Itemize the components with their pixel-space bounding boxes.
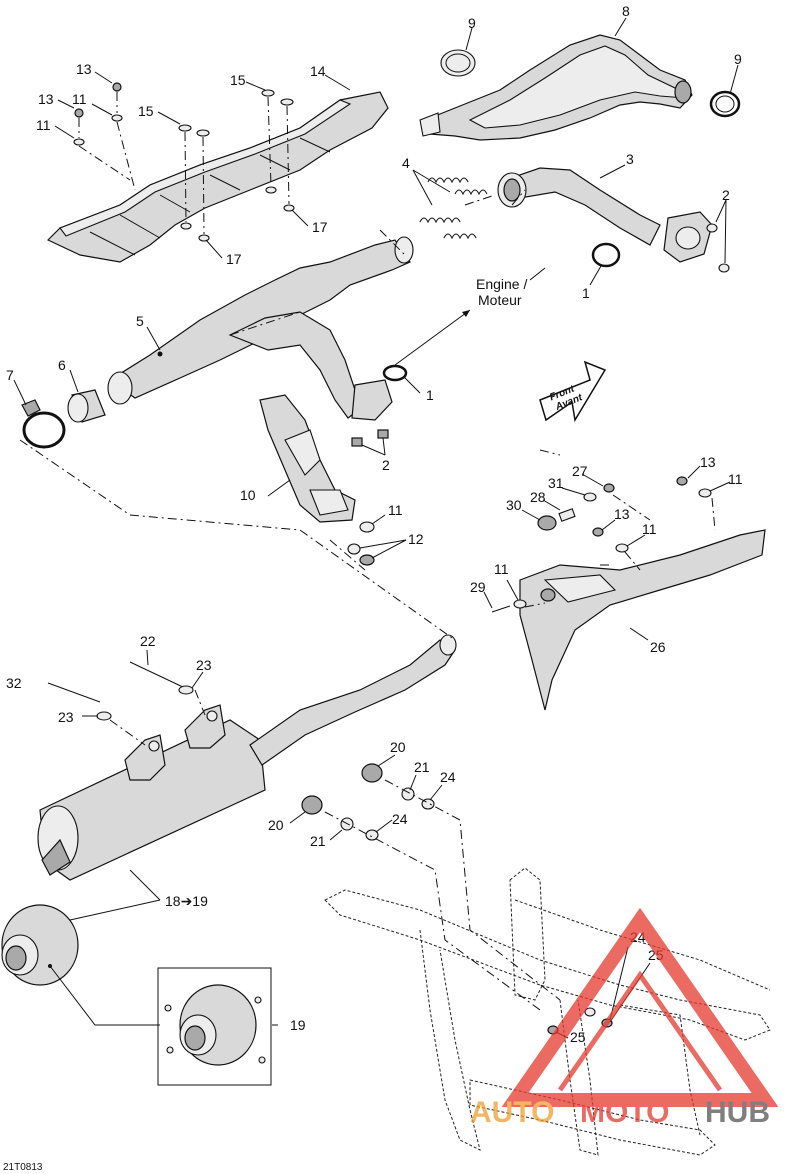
callout-17: 17 bbox=[226, 251, 242, 267]
callout-17: 17 bbox=[312, 219, 328, 235]
gasket-1-lower bbox=[382, 364, 408, 382]
callout-23: 23 bbox=[196, 657, 212, 673]
heat-shield-10 bbox=[259, 394, 356, 523]
bolts-22-32 bbox=[47, 661, 194, 721]
callout-31: 31 bbox=[548, 475, 564, 491]
gasket-1-upper bbox=[591, 242, 621, 268]
callout-18-19: 18➔19 bbox=[165, 893, 208, 909]
callout-28: 28 bbox=[530, 489, 546, 505]
y-pipe-5 bbox=[107, 236, 414, 421]
front-arrow-icon bbox=[539, 360, 607, 423]
callout-13: 13 bbox=[614, 506, 630, 522]
watermark-logo: AUTO MOTO HUB bbox=[470, 907, 779, 1129]
callout-20: 20 bbox=[268, 817, 284, 833]
callout-12: 12 bbox=[408, 531, 424, 547]
callout-24: 24 bbox=[392, 811, 408, 827]
callout-11: 11 bbox=[494, 561, 509, 577]
clamp-7 bbox=[21, 399, 66, 449]
callout-13: 13 bbox=[700, 454, 716, 470]
callout-1: 1 bbox=[582, 285, 590, 301]
fasteners-top-left bbox=[73, 82, 295, 242]
callout-labels: 13 13 11 11 15 15 14 17 17 9 8 9 4 3 2 1… bbox=[6, 3, 743, 1045]
callout-3: 3 bbox=[626, 151, 634, 167]
callout-30: 30 bbox=[506, 497, 522, 513]
manifold-pipe-3 bbox=[497, 167, 730, 273]
callout-23: 23 bbox=[58, 709, 74, 725]
callout-21: 21 bbox=[310, 833, 326, 849]
fasteners-26-group bbox=[491, 476, 712, 613]
callout-21: 21 bbox=[414, 759, 430, 775]
engine-pointer bbox=[394, 267, 546, 366]
watermark-text-auto: AUTO bbox=[470, 1096, 554, 1129]
engine-label-line2: Moteur bbox=[478, 292, 522, 308]
springs-4 bbox=[419, 177, 488, 240]
leader-lines bbox=[13, 17, 739, 1039]
callout-27: 27 bbox=[572, 463, 588, 479]
callout-11: 11 bbox=[388, 502, 403, 518]
grommets-20-21-24 bbox=[301, 763, 435, 841]
callout-11: 11 bbox=[36, 117, 51, 133]
figure-id: 21T0813 bbox=[3, 1162, 43, 1173]
callout-19: 19 bbox=[290, 1017, 306, 1033]
callout-4: 4 bbox=[402, 155, 410, 171]
fasteners-11-12 bbox=[347, 521, 375, 566]
clamp-9-left bbox=[440, 49, 476, 77]
muffler-18 bbox=[37, 634, 457, 881]
callout-2: 2 bbox=[382, 457, 390, 473]
callout-15: 15 bbox=[138, 103, 154, 119]
callout-13: 13 bbox=[76, 61, 92, 77]
callout-15: 15 bbox=[230, 72, 246, 88]
callout-24: 24 bbox=[440, 769, 456, 785]
callout-14: 14 bbox=[310, 63, 326, 79]
end-cap-18-19 bbox=[1, 904, 79, 986]
callout-11: 11 bbox=[728, 471, 743, 487]
callout-2: 2 bbox=[722, 187, 730, 203]
ring-6 bbox=[67, 389, 106, 423]
callout-29: 29 bbox=[470, 579, 486, 595]
callout-6: 6 bbox=[58, 357, 66, 373]
callout-9: 9 bbox=[468, 15, 476, 31]
callout-5: 5 bbox=[136, 313, 144, 329]
callout-20: 20 bbox=[390, 739, 406, 755]
callout-7: 7 bbox=[6, 367, 14, 383]
callout-22: 22 bbox=[140, 633, 156, 649]
callout-9: 9 bbox=[734, 51, 742, 67]
callout-11: 11 bbox=[642, 521, 657, 537]
callout-1: 1 bbox=[426, 387, 434, 403]
callout-11: 11 bbox=[72, 91, 87, 107]
engine-label-line1: Engine / bbox=[476, 276, 527, 292]
watermark-text-moto: MOTO bbox=[580, 1096, 669, 1129]
callout-10: 10 bbox=[240, 487, 256, 503]
heat-shield-26 bbox=[519, 529, 766, 711]
engine-label: Engine / Moteur bbox=[476, 276, 527, 308]
watermark-text-hub: HUB bbox=[705, 1096, 770, 1129]
callout-26: 26 bbox=[650, 639, 666, 655]
callout-8: 8 bbox=[622, 3, 630, 19]
heat-shield-14 bbox=[46, 91, 389, 263]
clamp-9-right bbox=[709, 90, 741, 118]
nuts-2-lower bbox=[351, 429, 389, 447]
assembly-lines bbox=[19, 189, 716, 1011]
inset-box-19 bbox=[157, 967, 272, 1086]
callout-13: 13 bbox=[38, 91, 54, 107]
exhaust-pipe-8 bbox=[419, 34, 693, 141]
callout-25: 25 bbox=[570, 1029, 586, 1045]
callout-32: 32 bbox=[6, 675, 22, 691]
